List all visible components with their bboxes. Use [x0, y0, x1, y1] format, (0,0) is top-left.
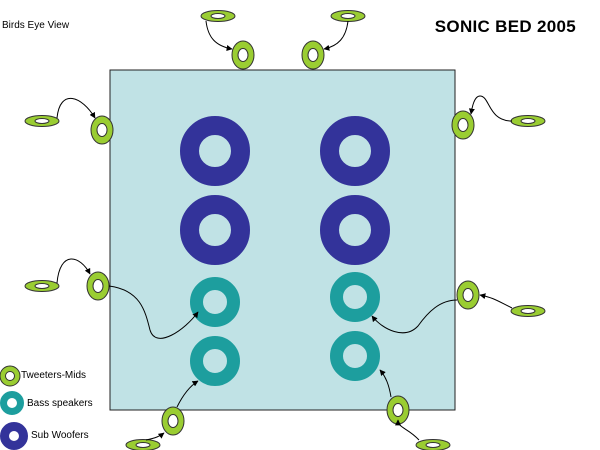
tweeter-speaker-icon	[24, 280, 60, 292]
tweeter-speaker-icon	[24, 115, 60, 127]
bass-speaker-icon	[330, 331, 380, 381]
tweeter-speaker-icon	[86, 271, 110, 301]
arrow-connector	[205, 20, 233, 51]
sub-woofer-icon	[180, 195, 250, 265]
arrow-connector	[108, 285, 199, 339]
arrow-connector	[176, 380, 199, 408]
legend-label-bass: Bass speakers	[27, 398, 93, 409]
bed-surface	[109, 69, 456, 411]
tweeter-speaker-icon	[200, 10, 236, 22]
tweeter-speaker-icon	[90, 115, 114, 145]
tweeter-mounted-group	[86, 40, 480, 436]
tweeter-speaker-icon	[386, 395, 410, 425]
arrow-connector	[479, 293, 513, 309]
arrow-connector	[56, 97, 96, 119]
tweeter-speaker-icon	[510, 115, 546, 127]
tweeter-speaker-icon	[0, 365, 21, 387]
sub-woofer-icon	[320, 195, 390, 265]
tweeter-speaker-icon	[456, 280, 480, 310]
sub-woofer-icon	[0, 422, 28, 450]
legend-icons	[0, 365, 28, 450]
page-title: SONIC BED 2005	[434, 17, 576, 36]
arrow-group	[56, 20, 513, 441]
tweeter-speaker-icon	[510, 305, 546, 317]
tweeter-speaker-icon	[125, 439, 161, 450]
bass-speaker-icon	[0, 391, 24, 415]
legend-label-sub: Sub Woofers	[31, 430, 89, 441]
legend-label-tweeters: Tweeters-Mids	[21, 370, 87, 381]
bass-speaker-group	[190, 272, 380, 386]
arrow-connector	[379, 369, 392, 398]
sub-woofer-icon	[320, 116, 390, 186]
arrow-connector	[323, 20, 349, 51]
bass-speaker-icon	[330, 272, 380, 322]
arrow-connector	[395, 419, 420, 441]
bass-speaker-icon	[190, 277, 240, 327]
tweeter-speaker-icon	[161, 406, 185, 436]
view-label: Birds Eye View	[2, 20, 70, 31]
sub-woofer-icon	[180, 116, 250, 186]
tweeter-speaker-icon	[231, 40, 255, 70]
tweeter-speaker-icon	[330, 10, 366, 22]
arrow-connector	[371, 299, 458, 334]
tweeter-speaker-icon	[415, 439, 451, 450]
tweeter-flat-group	[24, 10, 546, 450]
bass-speaker-icon	[190, 336, 240, 386]
tweeter-speaker-icon	[451, 110, 475, 140]
sub-woofer-group	[180, 116, 390, 265]
arrow-connector	[145, 432, 165, 441]
tweeter-speaker-icon	[301, 40, 325, 70]
arrow-connector	[56, 258, 91, 284]
arrow-connector	[468, 95, 513, 122]
